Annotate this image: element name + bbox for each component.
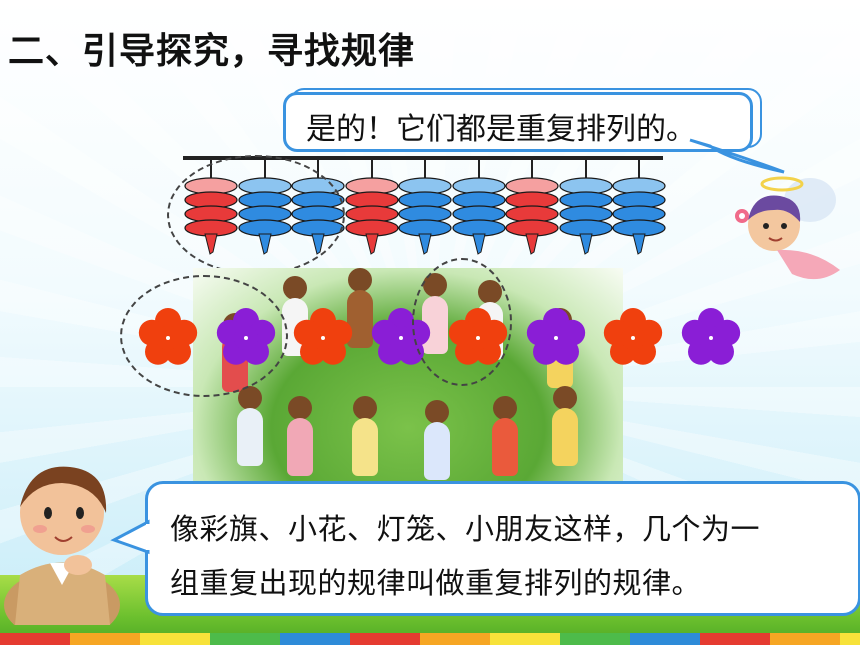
flower-red — [603, 308, 663, 365]
flower-purple — [681, 308, 740, 365]
flower-red — [293, 308, 353, 365]
lantern-hanger — [531, 158, 533, 180]
speech-bubble-top-text: 是的！它们都是重复排列的。 — [306, 112, 696, 147]
lantern-hanger — [424, 158, 426, 180]
child-figure — [553, 386, 577, 410]
child-figure — [493, 396, 517, 420]
child-figure — [353, 396, 377, 420]
child-figure — [425, 400, 449, 424]
lantern-hanger — [477, 158, 480, 180]
child-figure — [352, 418, 378, 476]
child-figure — [347, 290, 373, 348]
boy-character — [4, 466, 120, 625]
child-figure — [424, 422, 450, 480]
lantern-blue — [398, 177, 452, 255]
speech-bubble-bottom-tail — [110, 519, 152, 555]
speech-bubble-top — [283, 92, 753, 152]
child-figure — [283, 276, 307, 300]
angel-character — [735, 176, 840, 280]
lantern-hanger — [584, 158, 587, 180]
child-figure — [348, 268, 372, 292]
lantern-blue — [612, 177, 666, 255]
flower-purple — [526, 308, 585, 365]
lantern-hanger — [638, 158, 640, 180]
speech-bubble-tail — [689, 138, 785, 174]
lantern-blue — [451, 177, 506, 255]
lantern-red — [505, 177, 559, 255]
child-group-ellipse — [412, 258, 512, 386]
lantern-blue — [558, 177, 613, 255]
color-stripe — [0, 633, 860, 645]
speech-bubble-bottom — [145, 481, 860, 616]
definition-text-line-2: 组重复出现的规律叫做重复排列的规律。 — [170, 566, 702, 600]
lantern-hanger — [370, 158, 373, 180]
definition-text-line-1: 像彩旗、小花、灯笼、小朋友这样，几个为一 — [170, 512, 761, 546]
lantern-red — [344, 177, 399, 255]
child-figure — [237, 408, 263, 466]
child-figure — [287, 418, 313, 476]
page-title: 二、引导探究，寻找规律 — [8, 31, 416, 72]
flower-group-ellipse — [120, 275, 288, 397]
child-figure — [492, 418, 518, 476]
lantern-rod — [183, 156, 663, 160]
child-figure — [288, 396, 312, 420]
lantern-hanger — [317, 158, 319, 180]
child-figure — [552, 408, 578, 466]
lantern-group-ellipse — [167, 155, 345, 275]
